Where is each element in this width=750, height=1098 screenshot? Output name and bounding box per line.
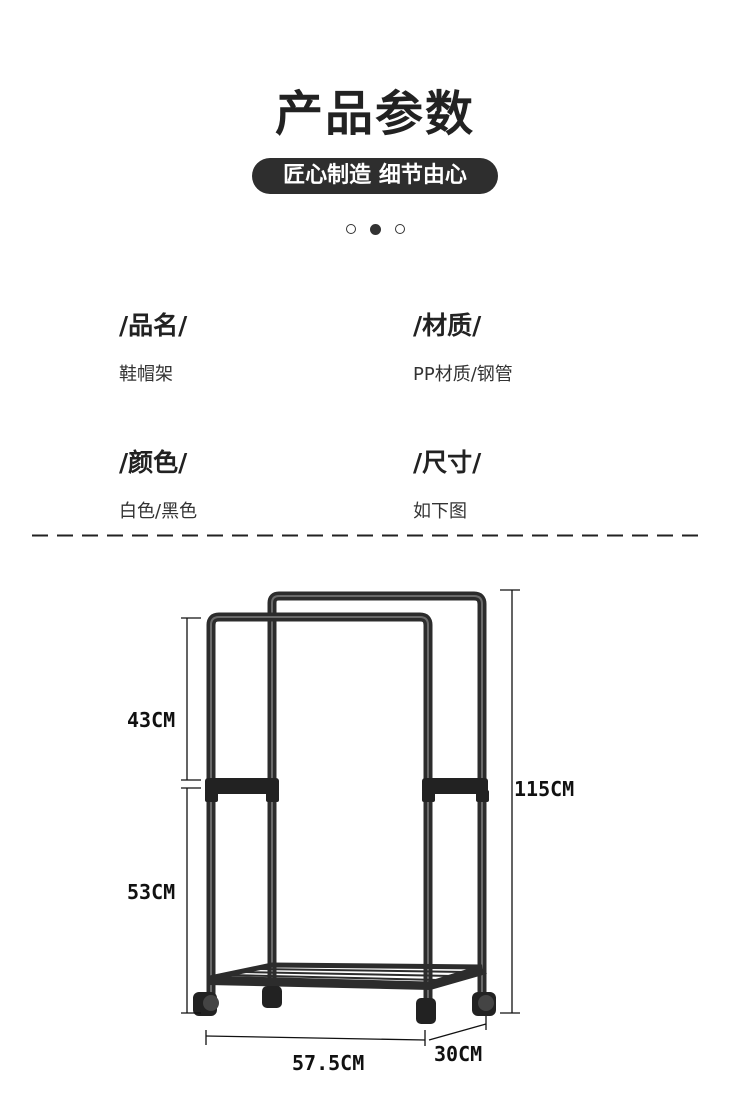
rack-back-frame — [267, 591, 487, 1007]
dimension-depth: 30CM — [434, 1042, 482, 1066]
rack-connectors — [205, 778, 489, 802]
rack-front-frame — [206, 612, 433, 1013]
rack-dimension-diagram: 43CM 53CM 115CM 57.5CM 30CM — [127, 589, 574, 1075]
spec-value: PP材质/钢管 — [413, 364, 513, 385]
spec-label: /尺寸/ — [413, 448, 482, 477]
spec-size: /尺寸/ 如下图 — [413, 443, 481, 523]
spec-value: 如下图 — [413, 501, 467, 522]
dimension-lower-height: 53CM — [127, 880, 175, 904]
spec-material: /材质/ PP材质/钢管 — [413, 306, 513, 386]
page-title: 产品参数 — [274, 86, 475, 142]
subtitle-badge: 匠心制造 细节由心 — [252, 158, 498, 194]
spec-value: 鞋帽架 — [119, 364, 173, 385]
spec-color: /颜色/ 白色/黑色 — [119, 443, 197, 523]
spec-value: 白色/黑色 — [119, 501, 198, 522]
dimension-upper-height: 43CM — [127, 708, 175, 732]
indicator-dot[interactable] — [345, 224, 356, 234]
spec-label: /颜色/ — [119, 448, 188, 477]
indicator-dot[interactable] — [394, 224, 405, 234]
carousel-indicator — [0, 224, 750, 235]
dimension-total-height: 115CM — [514, 777, 574, 801]
section-divider — [32, 534, 704, 537]
spec-label: /品名/ — [119, 311, 188, 340]
spec-label: /材质/ — [413, 311, 482, 340]
dimension-width: 57.5CM — [292, 1051, 364, 1075]
indicator-dot-active[interactable] — [369, 224, 381, 235]
dimension-lines — [181, 589, 520, 1046]
spec-name: /品名/ 鞋帽架 — [119, 306, 187, 386]
rack-wheels — [193, 986, 496, 1024]
rack-bottom-shelf — [207, 962, 487, 990]
